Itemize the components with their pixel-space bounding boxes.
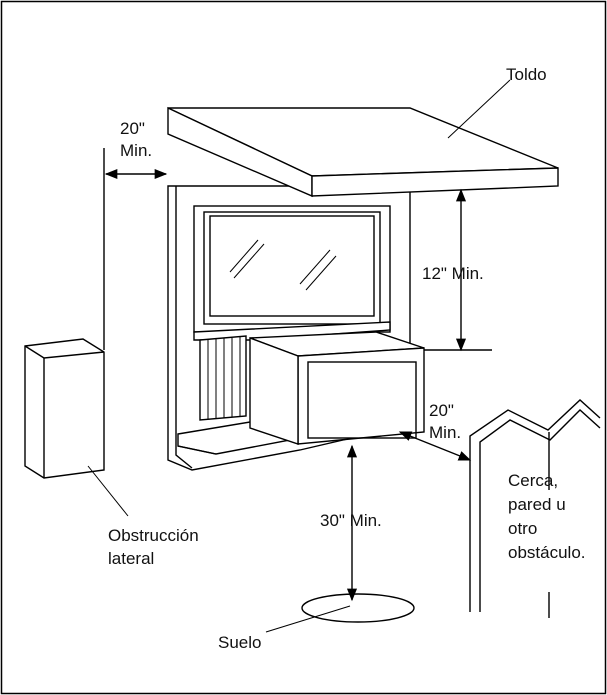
label-suelo: Suelo — [218, 633, 261, 652]
label-bottom-clearance: 30" Min. — [320, 511, 382, 530]
fence — [469, 399, 601, 618]
label-cerca: Cerca, — [508, 471, 558, 490]
awning — [167, 106, 559, 198]
label-obstruccion: Obstrucción — [108, 526, 199, 545]
label-lateral: lateral — [108, 549, 154, 568]
air-conditioner-unit — [249, 331, 425, 445]
label-front-clearance-value: 20" — [429, 401, 454, 420]
dimension-lines — [103, 148, 492, 602]
label-side-clearance-min: Min. — [120, 141, 152, 160]
leader-lines — [87, 79, 511, 633]
label-pared: pared u — [508, 495, 566, 514]
label-toldo: Toldo — [506, 65, 547, 84]
label-front-clearance-min: Min. — [429, 423, 461, 442]
label-otro: otro — [508, 519, 537, 538]
floor-ellipse — [301, 593, 415, 623]
side-obstruction-box — [24, 338, 105, 479]
label-top-clearance: 12" Min. — [422, 264, 484, 283]
label-obstaculo: obstáculo. — [508, 543, 586, 562]
label-side-clearance-value: 20" — [120, 119, 145, 138]
